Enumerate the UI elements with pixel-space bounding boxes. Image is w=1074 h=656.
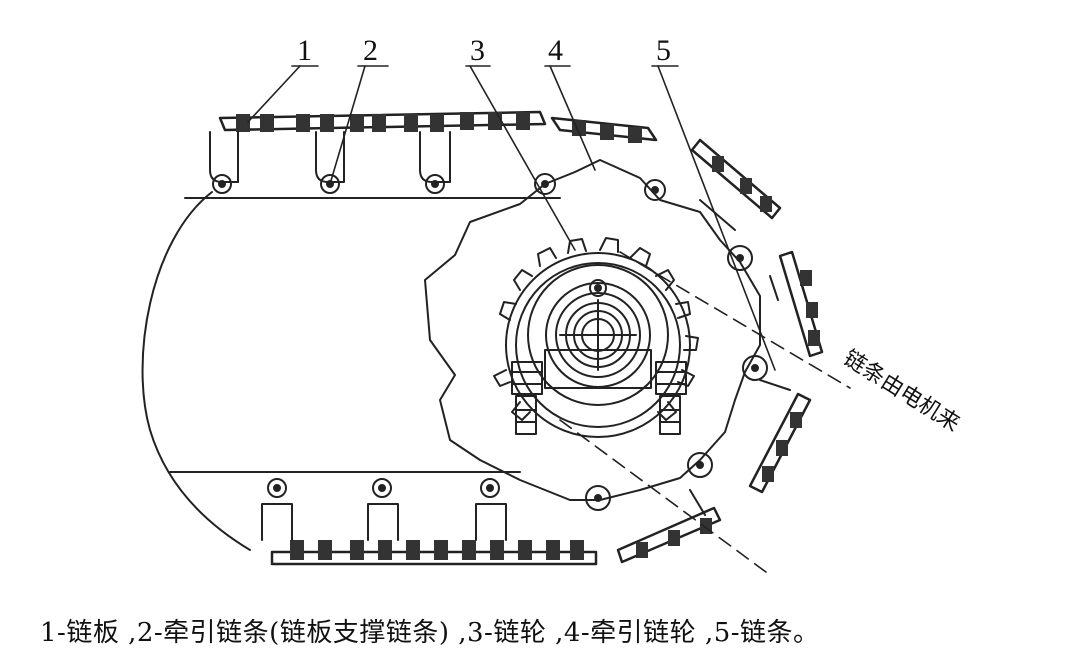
callout-2: 2	[363, 34, 378, 67]
traction-sprocket	[424, 159, 761, 501]
callout-leaders	[247, 65, 776, 371]
mounting-bolts	[511, 361, 687, 435]
bottom-chain-plates	[270, 540, 598, 566]
bottom-rollers	[261, 478, 507, 541]
top-chain-plates	[218, 110, 658, 143]
callout-1: 1	[297, 34, 312, 67]
top-rollers	[209, 131, 666, 201]
conveyor-diagram: 1 2 3 4 5 链条由电机来	[141, 34, 964, 576]
side-chain-plates	[616, 138, 824, 564]
callout-4: 4	[548, 34, 563, 67]
figure-caption: 1-链板 ,2-牵引链条(链板支撑链条) ,3-链轮 ,4-牵引链轮 ,5-链条…	[40, 618, 820, 648]
drive-chain-label: 链条由电机来	[839, 346, 964, 437]
bearing-hub	[527, 264, 669, 406]
drive-chain-dashed-lines	[559, 251, 851, 576]
casing-outline	[141, 191, 251, 551]
callout-5: 5	[656, 34, 671, 67]
callout-3: 3	[470, 34, 485, 67]
